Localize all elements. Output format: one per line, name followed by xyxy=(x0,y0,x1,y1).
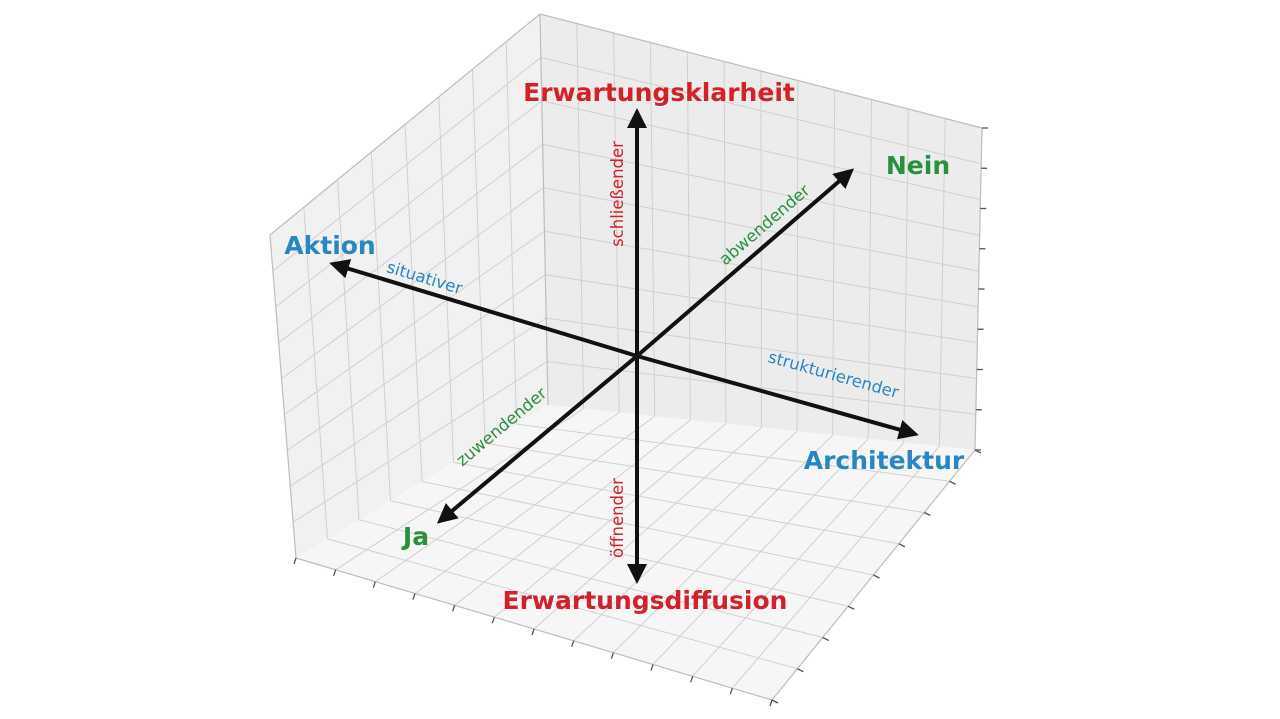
grid-line-right-pane xyxy=(576,23,585,409)
grid-line-floor-pane xyxy=(731,445,940,689)
grid-lines xyxy=(272,23,982,689)
grid-line-floor-pane xyxy=(573,430,798,642)
axis-tick xyxy=(531,628,535,636)
axis-tick xyxy=(769,699,773,707)
axis-tick xyxy=(847,605,855,610)
grid-line-left-pane xyxy=(281,187,544,379)
label-upper-mid: schließender xyxy=(608,141,627,247)
grid-line-right-pane xyxy=(723,61,727,424)
grid-line-floor-pane xyxy=(375,412,620,583)
grid-line-left-pane xyxy=(472,69,486,444)
axis-tick xyxy=(923,511,931,517)
grid-line-left-pane xyxy=(289,317,547,487)
grid-line-floor-pane xyxy=(494,423,727,618)
horizontal-axis-arrow-right xyxy=(636,354,919,440)
grid-line-left-pane xyxy=(284,230,545,415)
axis-tick xyxy=(974,449,982,454)
grid-line-floor-pane xyxy=(652,438,869,665)
axis-tick xyxy=(729,687,733,695)
grid-line-left-pane xyxy=(438,96,454,463)
grid-line-right-pane xyxy=(938,118,946,447)
grid-line-left-pane xyxy=(287,274,546,451)
grid-line-right-pane xyxy=(543,187,979,272)
grid-line-left-pane xyxy=(303,207,328,539)
axis-tick xyxy=(452,605,456,612)
axis-tick xyxy=(571,640,575,648)
grid-line-left-pane xyxy=(278,143,543,344)
axis-ticks xyxy=(293,127,988,707)
label-right: Architektur xyxy=(804,446,965,475)
grid-line-floor-pane xyxy=(414,415,656,594)
grid-line-floor-pane xyxy=(692,442,905,677)
grid-line-right-pane xyxy=(546,317,977,379)
grid-line-left-pane xyxy=(505,41,517,425)
axis-tick xyxy=(898,543,906,548)
axis-tick xyxy=(293,557,297,565)
axis-tick xyxy=(949,480,956,485)
grid-line-floor-pane xyxy=(612,434,834,654)
grid-line-left-pane xyxy=(275,100,543,308)
grid-line-right-pane xyxy=(686,51,691,421)
grid-line-right-pane xyxy=(540,56,982,165)
grid-line-left-pane xyxy=(404,124,423,482)
grid-line-right-pane xyxy=(903,108,909,443)
grid-line-right-pane xyxy=(542,143,980,236)
grid-line-right-pane xyxy=(544,230,979,308)
axis-tick xyxy=(372,581,376,588)
grid-line-right-pane xyxy=(867,99,872,439)
grid-line-left-pane xyxy=(370,152,391,501)
label-front: Ja xyxy=(401,522,429,551)
axis-tick xyxy=(797,668,804,673)
grid-line-right-pane xyxy=(796,80,799,432)
axis-tick xyxy=(491,616,495,624)
axis-tick xyxy=(650,664,654,671)
grid-line-floor-pane xyxy=(454,419,691,606)
grid-line-right-pane xyxy=(545,274,978,344)
horizontal-axis-arrow-left xyxy=(329,259,638,358)
grid-line-right-pane xyxy=(541,100,981,201)
depth-axis-arrow-back xyxy=(635,168,855,358)
label-top: Erwartungsklarheit xyxy=(523,78,795,107)
axis-tick xyxy=(771,699,779,704)
label-lower-mid: öffnender xyxy=(608,478,627,558)
axis-tick xyxy=(690,676,694,683)
grid-line-right-pane xyxy=(650,42,656,417)
label-bottom: Erwartungsdiffusion xyxy=(503,586,788,615)
axis-tick xyxy=(610,652,614,659)
axis-tick xyxy=(412,593,416,600)
grid-line-floor-pane xyxy=(533,427,762,630)
grid-line-left-pane xyxy=(337,179,360,520)
axis-tick xyxy=(333,569,337,577)
depth-axis-arrow-front xyxy=(436,354,639,524)
axes xyxy=(329,108,919,584)
grid-line-left-pane xyxy=(292,361,548,523)
axis-tick xyxy=(873,574,880,579)
grid-line-right-pane xyxy=(832,89,836,436)
axis-tick xyxy=(822,636,830,642)
label-left: Aktion xyxy=(284,231,375,260)
label-back: Nein xyxy=(886,151,950,180)
grid-line-left-pane xyxy=(272,57,542,272)
